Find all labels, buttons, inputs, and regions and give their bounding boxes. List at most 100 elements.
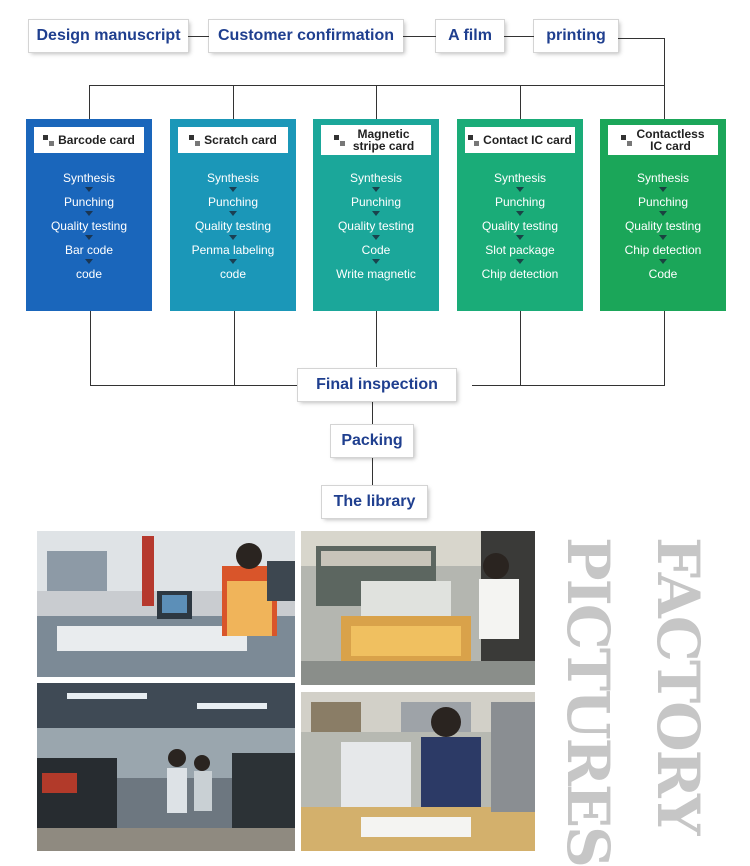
side-word-pictures: PICTURES — [554, 537, 622, 866]
card-step: Synthesis — [313, 171, 439, 186]
card-title: Contact IC card — [465, 127, 575, 153]
photo-illustration — [37, 683, 295, 851]
card-contactless-ic: Contactless IC card Synthesis Punching Q… — [600, 119, 726, 311]
card-step: Penma labeling — [170, 243, 296, 258]
arrow-down-icon — [659, 211, 667, 216]
arrow-down-icon — [229, 235, 237, 240]
side-word-factory: FACTORY — [644, 537, 712, 833]
card-title-text: Magnetic stripe card — [349, 128, 419, 152]
arrow-down-icon — [229, 211, 237, 216]
card-step: Chip detection — [600, 243, 726, 258]
connector — [520, 85, 521, 119]
flow-step-design-manuscript: Design manuscript — [29, 20, 188, 52]
arrow-down-icon — [85, 235, 93, 240]
card-title: Barcode card — [34, 127, 144, 153]
arrow-down-icon — [659, 187, 667, 192]
card-title-text: Contact IC card — [483, 134, 572, 146]
connector — [618, 38, 664, 39]
card-step: Code — [600, 267, 726, 282]
arrow-down-icon — [85, 187, 93, 192]
connector — [89, 85, 665, 86]
arrow-down-icon — [372, 235, 380, 240]
card-step: Punching — [457, 195, 583, 210]
arrow-down-icon — [516, 235, 524, 240]
card-title-text: Barcode card — [58, 134, 135, 146]
card-step: Synthesis — [170, 171, 296, 186]
card-steps: Synthesis Punching Quality testing Penma… — [170, 171, 296, 282]
arrow-down-icon — [516, 187, 524, 192]
flow-step-the-library: The library — [322, 486, 427, 518]
connector — [664, 85, 665, 119]
card-steps: Synthesis Punching Quality testing Code … — [313, 171, 439, 282]
card-step: Punching — [600, 195, 726, 210]
flow-step-final-inspection: Final inspection — [298, 369, 456, 401]
arrow-down-icon — [85, 211, 93, 216]
arrow-down-icon — [372, 259, 380, 264]
factory-photo-packing — [301, 692, 535, 851]
card-steps: Synthesis Punching Quality testing Chip … — [600, 171, 726, 282]
card-scratch: Scratch card Synthesis Punching Quality … — [170, 119, 296, 311]
card-barcode: Barcode card Synthesis Punching Quality … — [26, 119, 152, 311]
bullet-icon — [189, 135, 200, 146]
connector — [376, 85, 377, 119]
bullet-icon — [43, 135, 54, 146]
card-step: Code — [313, 243, 439, 258]
connector — [188, 36, 209, 37]
card-title: Magnetic stripe card — [321, 125, 431, 155]
connector — [664, 311, 665, 385]
bullet-icon — [621, 135, 632, 146]
connector — [372, 402, 373, 425]
card-steps: Synthesis Punching Quality testing Slot … — [457, 171, 583, 282]
connector — [372, 457, 373, 485]
flow-step-packing: Packing — [331, 425, 413, 457]
arrow-down-icon — [229, 187, 237, 192]
card-step: Bar code — [26, 243, 152, 258]
card-steps: Synthesis Punching Quality testing Bar c… — [26, 171, 152, 282]
bullet-icon — [334, 135, 345, 146]
connector — [90, 385, 297, 386]
arrow-down-icon — [229, 259, 237, 264]
bullet-icon — [468, 135, 479, 146]
card-step: code — [170, 267, 296, 282]
card-step: Quality testing — [313, 219, 439, 234]
card-title: Scratch card — [178, 127, 288, 153]
connector — [376, 311, 377, 367]
card-step: Punching — [26, 195, 152, 210]
card-step: Write magnetic — [313, 267, 439, 282]
photo-illustration — [301, 692, 535, 851]
card-title-text: Scratch card — [204, 134, 277, 146]
connector — [89, 85, 90, 119]
connector — [233, 85, 234, 119]
photo-illustration — [301, 531, 535, 685]
card-step: Quality testing — [170, 219, 296, 234]
arrow-down-icon — [516, 259, 524, 264]
card-step: Chip detection — [457, 267, 583, 282]
factory-photo-offset-press — [37, 683, 295, 851]
photo-illustration — [37, 531, 295, 677]
factory-photo-screen-printing — [301, 531, 535, 685]
flow-step-customer-confirmation: Customer confirmation — [209, 20, 403, 52]
card-step: Quality testing — [600, 219, 726, 234]
connector — [234, 311, 235, 385]
arrow-down-icon — [85, 259, 93, 264]
flow-step-a-film: A film — [436, 20, 504, 52]
card-step: Punching — [313, 195, 439, 210]
card-step: Synthesis — [457, 171, 583, 186]
connector — [520, 311, 521, 385]
arrow-down-icon — [659, 259, 667, 264]
arrow-down-icon — [372, 211, 380, 216]
card-step: code — [26, 267, 152, 282]
card-title-text: Contactless IC card — [636, 128, 706, 152]
connector — [504, 36, 534, 37]
connector — [403, 36, 436, 37]
card-step: Slot package — [457, 243, 583, 258]
arrow-down-icon — [659, 235, 667, 240]
card-magnetic-stripe: Magnetic stripe card Synthesis Punching … — [313, 119, 439, 311]
card-contact-ic: Contact IC card Synthesis Punching Quali… — [457, 119, 583, 311]
card-step: Synthesis — [26, 171, 152, 186]
flow-step-printing: printing — [534, 20, 618, 52]
factory-photo-barcode-station — [37, 531, 295, 677]
card-step: Quality testing — [26, 219, 152, 234]
card-title: Contactless IC card — [608, 125, 718, 155]
card-step: Synthesis — [600, 171, 726, 186]
